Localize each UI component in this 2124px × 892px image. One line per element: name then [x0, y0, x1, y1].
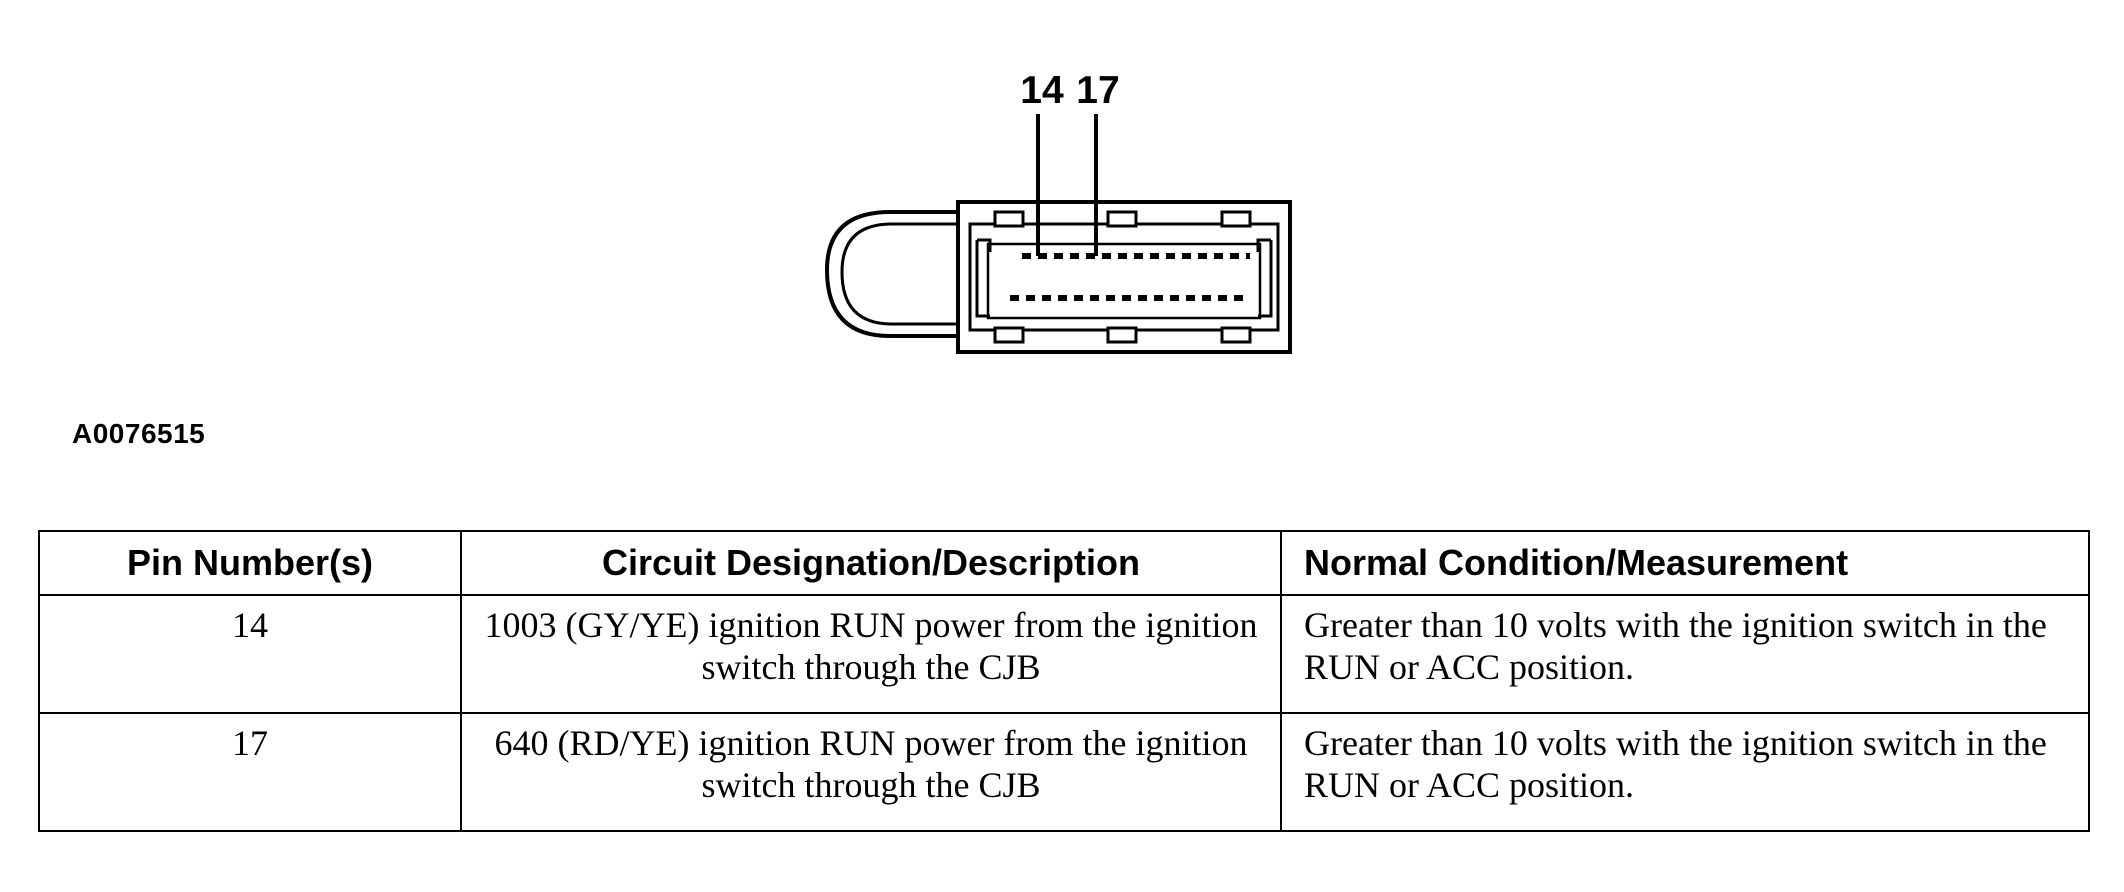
cell-condition: Greater than 10 volts with the ignition … [1280, 712, 2090, 832]
connector-ribs [993, 210, 1252, 344]
header-normal-condition: Normal Condition/Measurement [1280, 530, 2090, 596]
header-pin-number: Pin Number(s) [38, 530, 462, 596]
pin-label-14: 14 [1020, 69, 1064, 112]
cell-pin: 17 [38, 712, 462, 832]
cell-pin: 14 [38, 594, 462, 714]
table-row: 17 640 (RD/YE) ignition RUN power from t… [38, 712, 2090, 832]
figure-id: A0076515 [72, 418, 206, 449]
cell-description: 1003 (GY/YE) ignition RUN power from the… [460, 594, 1282, 714]
cell-description: 640 (RD/YE) ignition RUN power from the … [460, 712, 1282, 832]
cell-condition: Greater than 10 volts with the ignition … [1280, 594, 2090, 714]
pin-table: Pin Number(s) Circuit Designation/Descri… [38, 530, 2090, 832]
table-row: 14 1003 (GY/YE) ignition RUN power from … [38, 594, 2090, 714]
table-header-row: Pin Number(s) Circuit Designation/Descri… [38, 530, 2090, 596]
header-circuit-description: Circuit Designation/Description [460, 530, 1282, 596]
pin-label-17: 17 [1076, 69, 1119, 112]
connector-latch [824, 210, 958, 338]
